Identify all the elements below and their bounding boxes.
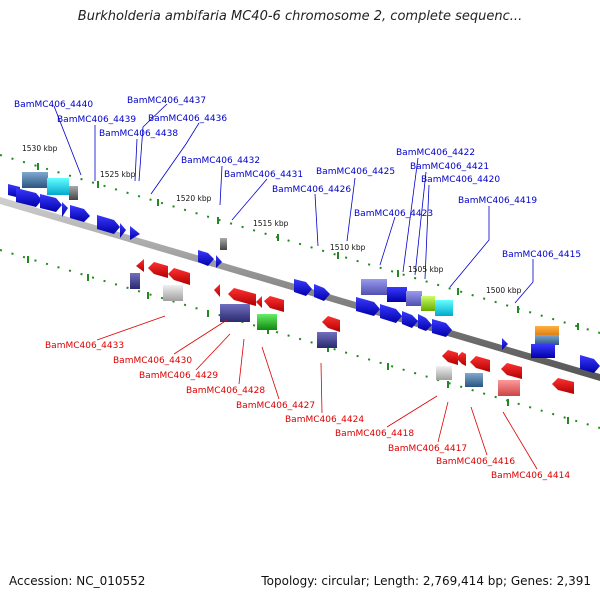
gene-arrow[interactable] — [294, 279, 312, 296]
gene-arrow[interactable] — [216, 255, 222, 268]
gene-feature[interactable] — [220, 304, 250, 322]
gene-feature[interactable] — [535, 335, 559, 345]
reverse-features — [130, 259, 574, 396]
gene-arrow[interactable] — [136, 259, 144, 272]
gene-arrow[interactable] — [148, 262, 168, 278]
gene-feature[interactable] — [531, 344, 555, 358]
gene-label-reverse[interactable]: BamMC406_4424 — [285, 415, 364, 425]
gene-feature[interactable] — [163, 285, 183, 301]
gene-label-forward[interactable]: BamMC406_4437 — [127, 96, 206, 106]
gene-feature[interactable] — [387, 287, 407, 302]
accession-text: Accession: NC_010552 — [9, 574, 146, 588]
gene-label-forward[interactable]: BamMC406_4432 — [181, 156, 260, 166]
gene-label-reverse[interactable]: BamMC406_4428 — [186, 386, 265, 396]
gene-arrow[interactable] — [228, 288, 256, 306]
gene-label-forward[interactable]: BamMC406_4438 — [99, 129, 178, 139]
forward-features — [8, 172, 600, 373]
gene-arrow[interactable] — [580, 355, 600, 373]
genome-stats-text: Topology: circular; Length: 2,769,414 bp… — [261, 574, 591, 588]
gene-arrow[interactable] — [40, 194, 62, 212]
gene-feature[interactable] — [361, 279, 387, 295]
map-title: Burkholderia ambifaria MC40-6 chromosome… — [77, 9, 523, 24]
gene-arrow[interactable] — [502, 338, 508, 350]
gene-label-forward[interactable]: BamMC406_4420 — [421, 175, 500, 185]
gene-feature[interactable] — [257, 314, 277, 330]
gene-label-reverse[interactable]: BamMC406_4429 — [139, 371, 218, 381]
scale-label: 1510 kbp — [330, 243, 366, 252]
gene-feature[interactable] — [69, 186, 78, 200]
gene-label-forward[interactable]: BamMC406_4436 — [148, 114, 227, 124]
gene-arrow[interactable] — [70, 205, 90, 222]
gene-arrow[interactable] — [402, 311, 418, 328]
gene-label-forward[interactable]: BamMC406_4426 — [272, 185, 351, 195]
gene-feature[interactable] — [435, 300, 453, 316]
gene-arrow[interactable] — [501, 363, 522, 379]
scale-label: 1515 kbp — [253, 219, 289, 228]
gene-label-reverse[interactable]: BamMC406_4417 — [388, 444, 467, 454]
gene-label-forward[interactable]: BamMC406_4439 — [57, 115, 136, 125]
forward-labels: BamMC406_4440 BamMC406_4437 BamMC406_443… — [14, 96, 581, 260]
gene-arrow[interactable] — [256, 296, 262, 308]
gene-label-reverse[interactable]: BamMC406_4418 — [335, 429, 414, 439]
gene-arrow[interactable] — [168, 268, 190, 285]
gene-label-reverse[interactable]: BamMC406_4430 — [113, 356, 192, 366]
gene-feature[interactable] — [498, 380, 520, 396]
gene-feature[interactable] — [220, 238, 227, 250]
scale-label: 1500 kbp — [486, 286, 522, 295]
gene-label-forward[interactable]: BamMC406_4431 — [224, 170, 303, 180]
gene-label-forward[interactable]: BamMC406_4421 — [410, 162, 489, 172]
gene-arrow[interactable] — [198, 250, 214, 266]
gene-feature[interactable] — [406, 291, 422, 306]
gene-label-forward[interactable]: BamMC406_4419 — [458, 196, 537, 206]
gene-feature[interactable] — [317, 332, 337, 348]
gene-arrow[interactable] — [97, 215, 120, 234]
tick-track-upper — [0, 154, 600, 334]
gene-arrow[interactable] — [62, 202, 68, 217]
gene-label-reverse[interactable]: BamMC406_4416 — [436, 457, 515, 467]
gene-arrow[interactable] — [314, 284, 330, 301]
scale-label: 1530 kbp — [22, 144, 58, 153]
gene-arrow[interactable] — [16, 188, 42, 207]
gene-arrow[interactable] — [470, 356, 490, 372]
reverse-labels: BamMC406_4433 BamMC406_4430 BamMC406_442… — [45, 341, 570, 481]
gene-arrow[interactable] — [418, 314, 432, 331]
gene-arrow[interactable] — [456, 352, 466, 366]
major-ticks — [27, 163, 579, 424]
forward-leader-lines — [53, 103, 534, 304]
gene-arrow[interactable] — [442, 350, 458, 365]
scale-label: 1525 kbp — [100, 170, 136, 179]
gene-label-forward[interactable]: BamMC406_4425 — [316, 167, 395, 177]
gene-arrow[interactable] — [214, 284, 220, 297]
gene-feature[interactable] — [436, 366, 452, 380]
gene-arrow[interactable] — [432, 319, 452, 337]
gene-arrow[interactable] — [356, 297, 380, 316]
gene-arrow[interactable] — [322, 316, 340, 332]
gene-label-forward[interactable]: BamMC406_4423 — [354, 209, 433, 219]
gene-label-reverse[interactable]: BamMC406_4427 — [236, 401, 315, 411]
gene-label-reverse[interactable]: BamMC406_4433 — [45, 341, 124, 351]
gene-arrow[interactable] — [552, 378, 574, 394]
gene-label-forward[interactable]: BamMC406_4440 — [14, 100, 93, 110]
gene-arrow[interactable] — [264, 296, 284, 312]
gene-feature[interactable] — [130, 273, 140, 289]
gene-label-reverse[interactable]: BamMC406_4414 — [491, 471, 570, 481]
gene-feature[interactable] — [421, 296, 435, 311]
reverse-leader-lines — [96, 315, 538, 470]
scale-label: 1520 kbp — [176, 194, 212, 203]
gene-label-forward[interactable]: BamMC406_4422 — [396, 148, 475, 158]
gene-label-forward[interactable]: BamMC406_4415 — [502, 250, 581, 260]
tick-track-lower — [0, 249, 600, 429]
gene-feature[interactable] — [47, 178, 69, 195]
gene-feature[interactable] — [22, 172, 48, 188]
gene-arrow[interactable] — [380, 304, 402, 323]
gene-feature[interactable] — [465, 373, 483, 387]
gene-arrow[interactable] — [130, 226, 140, 240]
gene-arrow[interactable] — [120, 223, 126, 238]
